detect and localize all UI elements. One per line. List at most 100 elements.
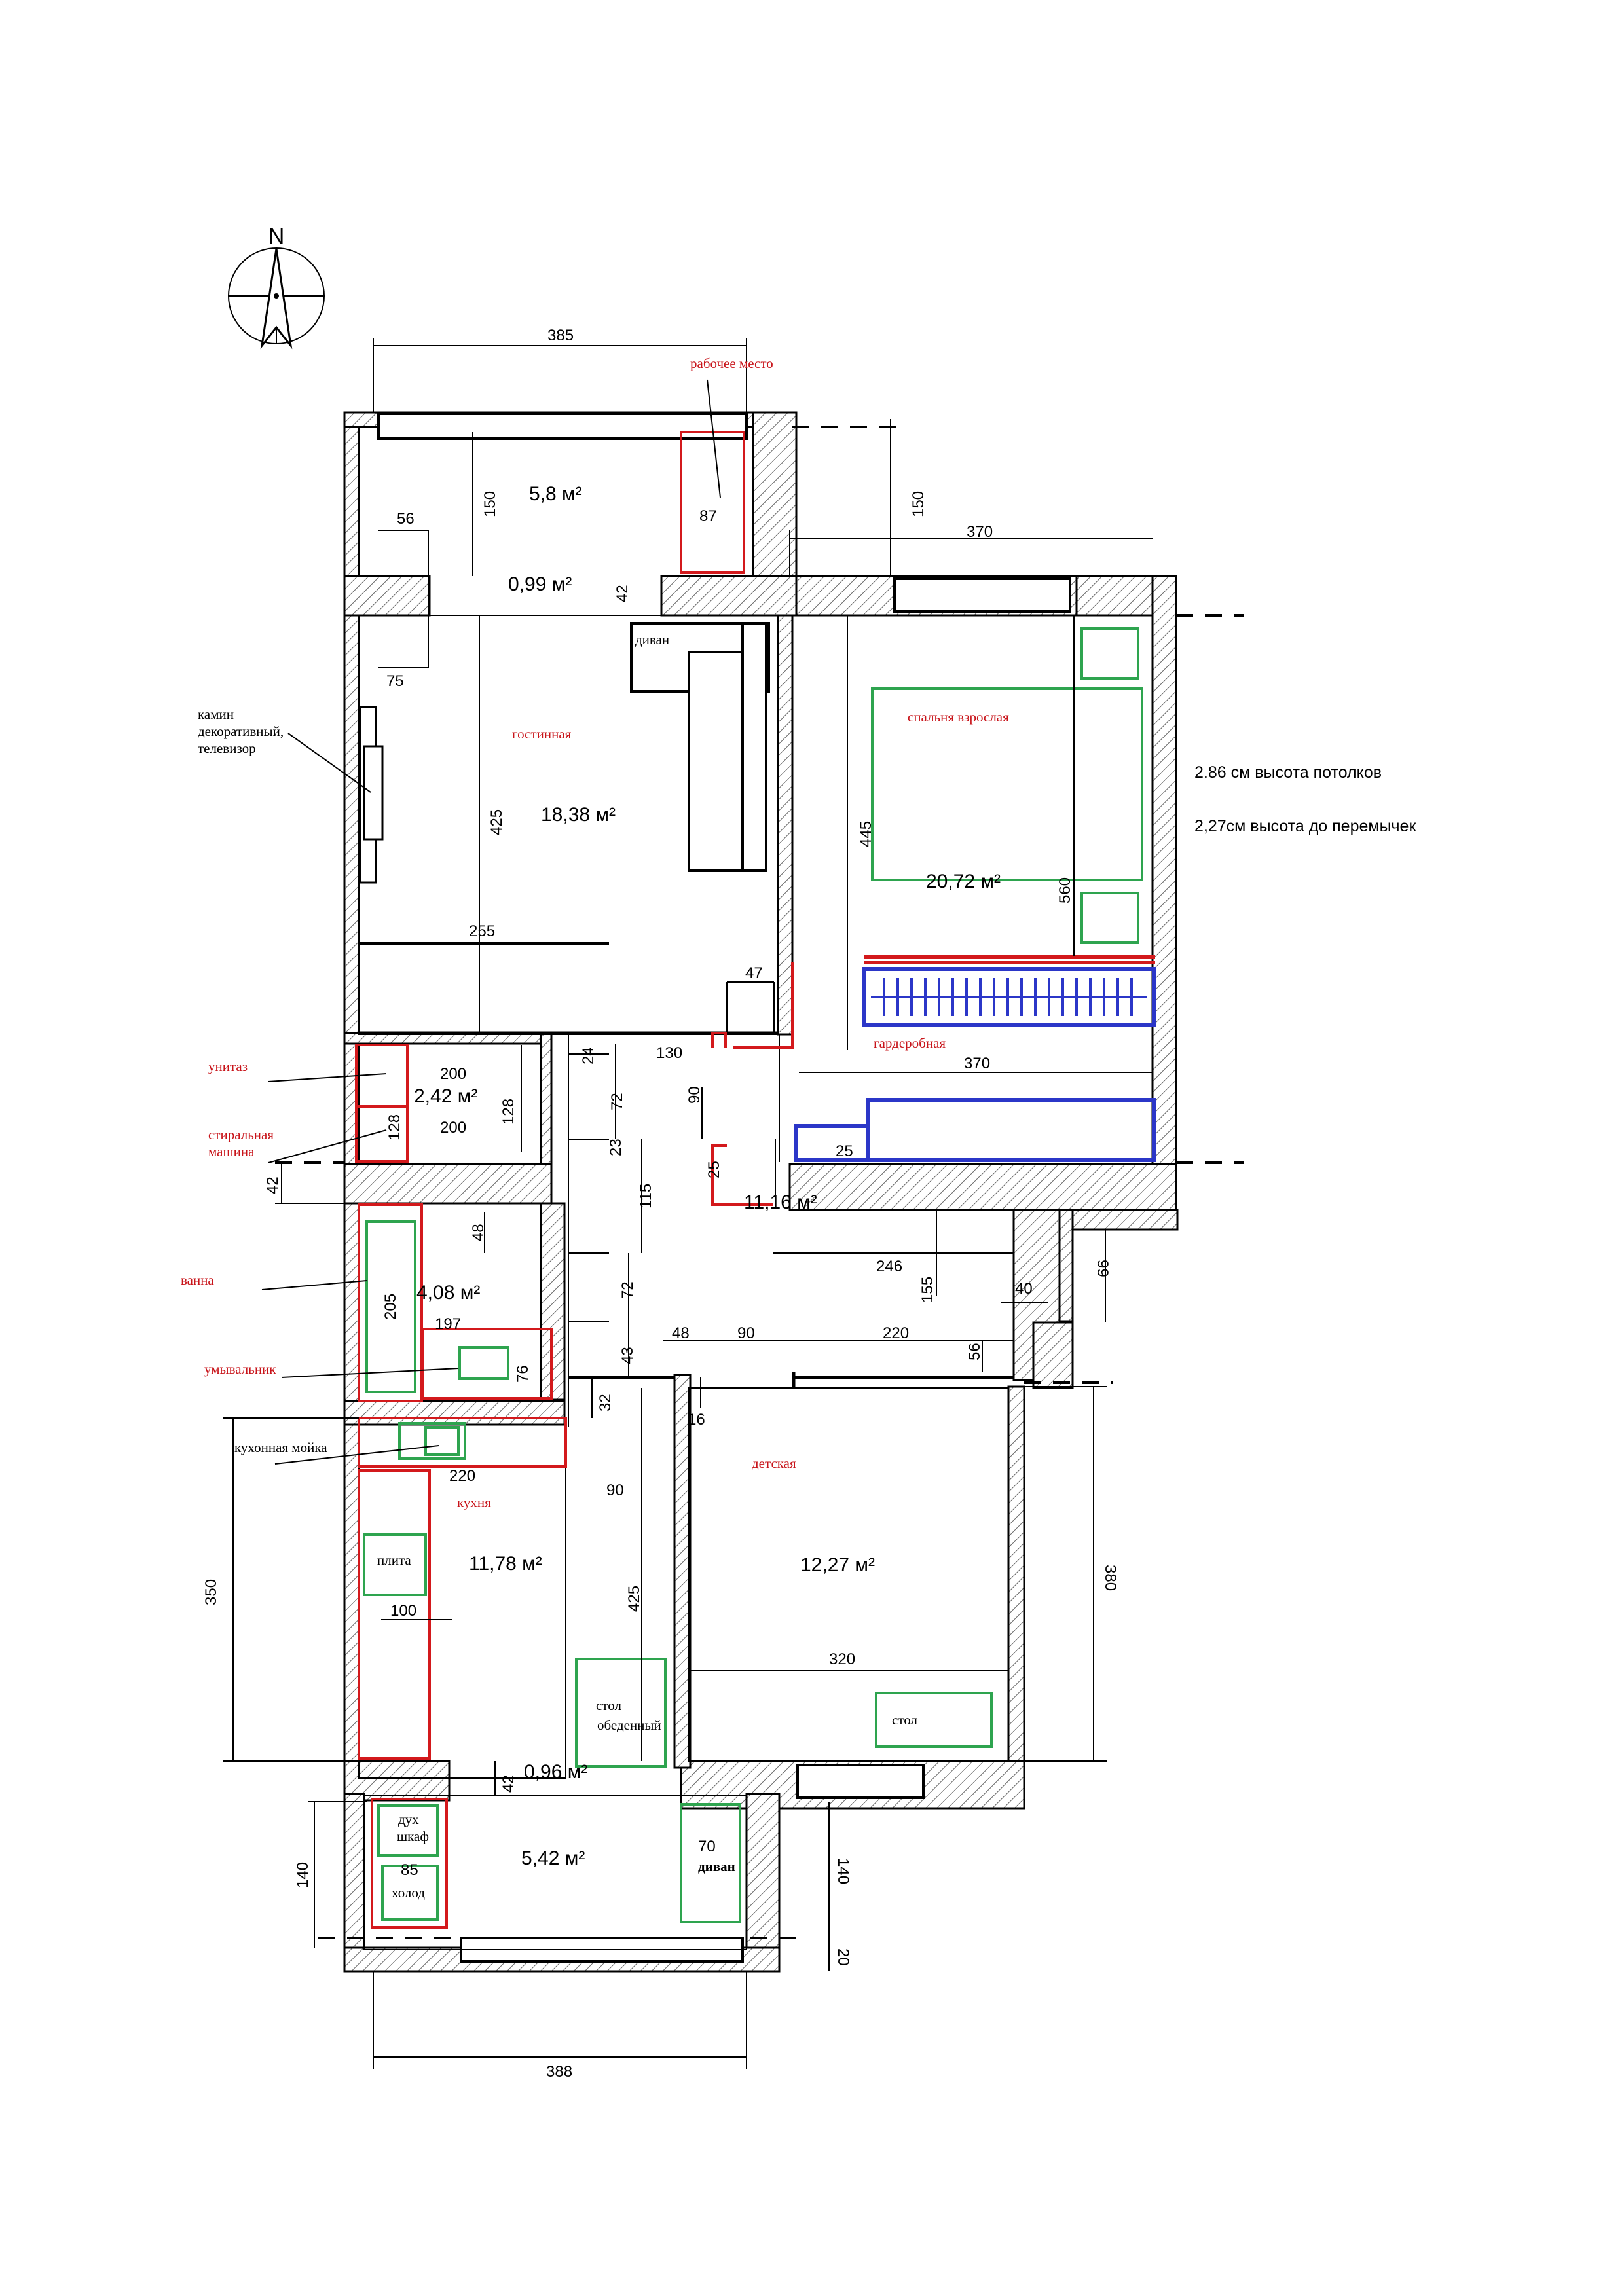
dim-hall-90b: 90	[737, 1324, 755, 1342]
dim-hall-25b: 25	[836, 1142, 853, 1160]
nightstand-top	[1080, 627, 1139, 680]
dim-living-47: 47	[745, 964, 763, 982]
dim-top-87: 87	[699, 507, 717, 525]
notes: 2.86 см высота потолков 2,27см высота до…	[1194, 763, 1416, 835]
dim-bath-205: 205	[382, 1294, 399, 1320]
dim-kitchen-220: 220	[449, 1467, 475, 1485]
workplace	[680, 431, 745, 574]
dim-wc-200b: 200	[440, 1119, 466, 1137]
dim-bottom-20: 20	[834, 1948, 852, 1966]
area-niche-top: 0,99 м²	[508, 574, 572, 595]
label-dining-2: обеденный	[597, 1717, 661, 1733]
window-top	[377, 412, 748, 440]
label-sink: умывальник	[204, 1361, 276, 1377]
label-desk: стол	[892, 1712, 917, 1728]
label-fireplace-3: телевизор	[198, 740, 256, 756]
dim-bottom-140b: 140	[834, 1858, 852, 1884]
dim-bottom-85: 85	[401, 1861, 418, 1879]
tv	[363, 745, 384, 841]
dim-hall-115: 115	[637, 1184, 655, 1209]
label-oven-2: шкаф	[397, 1829, 429, 1844]
label-sofa-living: диван	[635, 632, 669, 647]
dim-hall-48: 48	[672, 1324, 690, 1342]
area-kitchen: 11,78 м²	[469, 1553, 542, 1575]
dim-hall-90a: 90	[686, 1086, 703, 1104]
dim-hall-246: 246	[876, 1258, 902, 1275]
dim-wc-200a: 200	[440, 1065, 466, 1083]
dim-living-255: 255	[469, 922, 495, 940]
dim-right-370: 370	[967, 523, 993, 541]
dim-kitchen-90: 90	[606, 1482, 624, 1499]
dim-living-425: 425	[488, 809, 506, 835]
dim-bath-197: 197	[435, 1315, 461, 1333]
furniture	[355, 431, 1156, 1929]
bath-block	[358, 1203, 423, 1402]
oven	[377, 1804, 439, 1857]
label-kitchen-sink: кухонная мойка	[234, 1440, 327, 1455]
fridge	[381, 1865, 439, 1921]
dim-kitchen-350: 350	[202, 1579, 220, 1605]
dim-kitchen-425: 425	[625, 1586, 643, 1612]
dim-hall-72a: 72	[608, 1093, 626, 1110]
area-bath: 4,08 м²	[416, 1282, 480, 1303]
area-balcony-bottom: 5,42 м²	[521, 1848, 585, 1869]
balcony-cabinets	[371, 1798, 448, 1929]
kids-desk	[875, 1692, 993, 1748]
stove	[363, 1533, 427, 1596]
label-dining-1: стол	[596, 1698, 621, 1713]
note-ceiling: 2.86 см высота потолков	[1194, 763, 1382, 782]
dim-hall-32: 32	[597, 1394, 614, 1412]
walls	[343, 411, 1179, 1973]
label-workplace: рабочее место	[690, 355, 773, 371]
area-balcony-top: 5,8 м²	[529, 483, 582, 505]
dining-table	[575, 1658, 667, 1768]
dim-bath-76: 76	[514, 1365, 532, 1383]
sofa-balcony	[680, 1803, 741, 1923]
area-living: 18,38 м²	[541, 804, 616, 826]
wc-block	[355, 1044, 409, 1163]
kitchen-side-counter	[358, 1469, 431, 1760]
dim-hall-72b: 72	[619, 1281, 637, 1299]
note-lintel: 2,27см высота до перемычек	[1194, 817, 1416, 835]
dim-bed-560: 560	[1056, 877, 1074, 903]
room-kids: детская	[752, 1455, 796, 1471]
wardrobe-top	[862, 955, 1156, 1027]
dim-hall-155: 155	[919, 1277, 936, 1303]
kitchen-counter	[358, 1417, 567, 1468]
dim-left-42: 42	[264, 1176, 282, 1194]
label-washer-2: машина	[208, 1144, 255, 1159]
dim-hall-40: 40	[1015, 1280, 1033, 1298]
area-hall: 11,16 м²	[744, 1192, 817, 1213]
label-stove: плита	[377, 1552, 411, 1568]
label-bathtub: ванна	[181, 1272, 214, 1288]
dim-top-56: 56	[397, 510, 415, 528]
area-labels: 5,8 м² 0,99 м² 18,38 м² 20,72 м² 2,42 м²…	[414, 483, 1001, 1869]
dim-kitchen-100: 100	[390, 1602, 416, 1620]
dim-hall-25: 25	[705, 1161, 723, 1178]
dimension-values: 385 150 87 56 42 150 370 75 425 255 47 4…	[202, 327, 1119, 2081]
dim-bath-48: 48	[470, 1224, 487, 1241]
dim-wardrobe-370: 370	[964, 1055, 990, 1072]
room-bedroom: спальня взрослая	[908, 709, 1009, 725]
room-wardrobe: гардеробная	[874, 1035, 946, 1051]
dim-top-150: 150	[481, 491, 499, 517]
dim-hall-43: 43	[619, 1347, 637, 1364]
window-kids	[796, 1764, 925, 1799]
window-bedroom	[893, 577, 1071, 613]
room-kitchen: кухня	[457, 1495, 491, 1510]
dim-top-width: 385	[547, 327, 574, 344]
room-living: гостинная	[512, 726, 572, 742]
bed	[871, 687, 1143, 881]
sink	[458, 1346, 509, 1380]
label-fireplace-1: камин	[198, 706, 234, 722]
compass: N	[228, 224, 325, 350]
label-fridge: холод	[392, 1885, 425, 1901]
area-bedroom: 20,72 м²	[926, 871, 1001, 892]
kitchen-sink	[398, 1422, 466, 1460]
dim-wc-128b: 128	[500, 1099, 517, 1125]
dim-right-150: 150	[910, 491, 927, 517]
label-oven-1: дух	[398, 1812, 419, 1827]
wardrobe-bottom	[866, 1098, 1156, 1162]
dim-hall-56: 56	[966, 1343, 984, 1360]
